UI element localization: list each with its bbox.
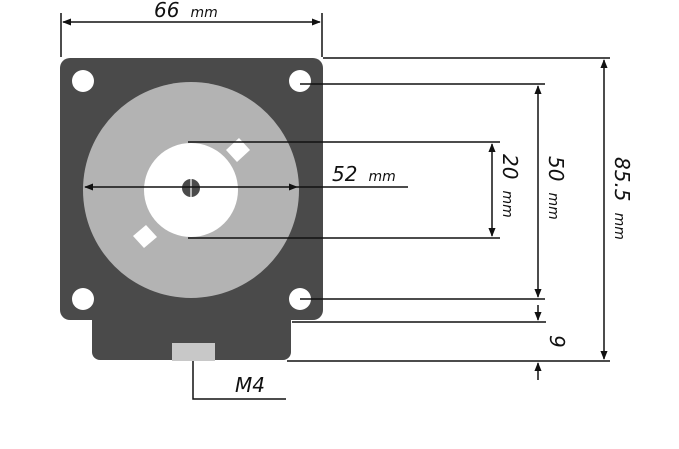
svg-text:50 mm: 50 mm	[544, 156, 568, 220]
hub-key-lower	[133, 225, 157, 248]
diameter-unit: mm	[369, 169, 396, 185]
dimension-holes: 50 mm	[300, 83, 568, 300]
hole-top-right	[289, 70, 311, 92]
dimension-diameter: 52 mm	[84, 162, 408, 191]
holes-unit: mm	[545, 193, 561, 220]
svg-text:66 mm: 66 mm	[154, 0, 218, 22]
width-value: 66	[154, 0, 179, 22]
connector-block	[172, 343, 215, 361]
hole-bottom-left	[72, 288, 94, 310]
thread-callout: M4	[192, 361, 286, 400]
total-unit: mm	[611, 213, 627, 240]
width-unit: mm	[191, 5, 218, 21]
inner-unit: mm	[499, 191, 515, 218]
svg-text:20 mm: 20 mm	[498, 154, 522, 218]
diameter-value: 52	[332, 162, 357, 186]
holes-value: 50	[544, 156, 568, 181]
inner-value: 20	[498, 154, 522, 179]
tab-value: 9	[545, 335, 569, 348]
dimension-width: 66 mm	[60, 0, 323, 57]
dimension-inner: 20 mm	[188, 141, 522, 239]
thread-label: M4	[235, 373, 265, 397]
total-value: 85.5	[610, 157, 634, 202]
shaft-icon	[182, 179, 200, 197]
dimension-tab: 9	[292, 305, 569, 380]
hub-key-upper	[226, 138, 250, 162]
svg-text:85.5 mm: 85.5 mm	[610, 157, 634, 240]
hole-top-left	[72, 70, 94, 92]
svg-text:52 mm: 52 mm	[332, 162, 396, 186]
dimension-total: 85.5 mm	[287, 57, 634, 362]
